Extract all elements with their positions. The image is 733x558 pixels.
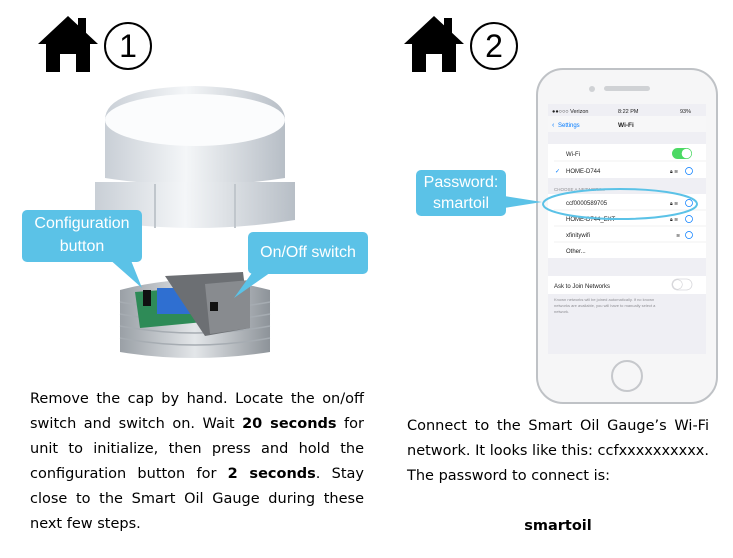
step1-text-3: . Stay close to the Smart Oil Gauge duri…	[30, 466, 364, 532]
other-network[interactable]: Other...	[566, 249, 586, 255]
info-icon[interactable]	[685, 199, 693, 207]
home-icon	[38, 16, 98, 72]
checkmark-icon: ✓	[555, 169, 560, 175]
on-off-callout-pointer	[234, 270, 274, 298]
lock-wifi-icon: 🔒︎ ≋	[670, 169, 678, 175]
step-number-1: 1	[104, 22, 152, 70]
step-number-2: 2	[470, 22, 518, 70]
step1-bold-wait: 20 seconds	[242, 416, 337, 432]
lock-wifi-icon: 🔒︎ ≋	[670, 217, 678, 223]
callout-password-line2: smartoil	[432, 195, 489, 212]
info-icon[interactable]	[685, 215, 693, 223]
on-off-switch-callout: On/Off switch	[248, 232, 368, 274]
info-icon[interactable]	[685, 231, 693, 239]
network-item[interactable]: ccf0000589705	[566, 201, 608, 207]
password-callout-pointer	[504, 196, 542, 208]
phone-illustration: ●●○○○ Verizon 8:22 PM 93% ‹ Settings Wi-…	[536, 68, 718, 404]
wifi-title: Wi-Fi	[618, 122, 634, 129]
password-callout: Password: smartoil	[416, 170, 506, 216]
step1-text-2: for unit to initialize, then press and h…	[30, 416, 364, 482]
connected-network[interactable]: HOME-D744	[566, 169, 601, 175]
footer-note-2: networks are available, you will have to…	[554, 303, 656, 308]
callout-password-line1: Password:	[423, 174, 499, 191]
network-item[interactable]: HOME-D744_EXT	[566, 217, 616, 223]
callout-config-line1: Configuration	[34, 215, 130, 232]
footer-note-1: Known networks will be joined automatica…	[554, 297, 654, 302]
network-highlight-ellipse	[542, 188, 698, 220]
footer-note-3: network.	[554, 309, 569, 314]
configuration-callout-pointer	[108, 258, 142, 288]
home-icon	[404, 16, 464, 72]
sensor-illustration	[95, 86, 295, 358]
step2-instructions: Connect to the Smart Oil Gauge’s Wi-Fi n…	[407, 418, 709, 484]
step1-instructions: Remove the cap by hand. Locate the on/of…	[30, 387, 364, 537]
callout-config-line2: button	[59, 238, 105, 255]
lock-wifi-icon: 🔒︎ ≋	[670, 201, 678, 207]
section-header: CHOOSE A NETWORK...	[554, 187, 605, 192]
configuration-button-callout: Configuration button	[22, 210, 142, 262]
network-item[interactable]: xfinitywifi	[566, 233, 590, 239]
wifi-row-label: Wi-Fi	[566, 152, 580, 158]
status-time: 8:22 PM	[618, 109, 639, 115]
status-battery: 93%	[680, 109, 691, 115]
settings-back-button[interactable]: Settings	[558, 123, 580, 129]
ask-join-label: Ask to Join Networks	[554, 284, 610, 290]
info-icon[interactable]	[685, 167, 693, 175]
step1-bold-hold: 2 seconds	[227, 466, 316, 482]
back-chevron-icon[interactable]: ‹	[552, 122, 555, 129]
status-carrier: ●●○○○ Verizon	[552, 109, 588, 115]
password-value: smartoil	[524, 518, 592, 534]
step1-text-1: Remove the cap by hand. Locate the on/of…	[30, 391, 364, 432]
wifi-icon: ≋	[676, 233, 680, 239]
